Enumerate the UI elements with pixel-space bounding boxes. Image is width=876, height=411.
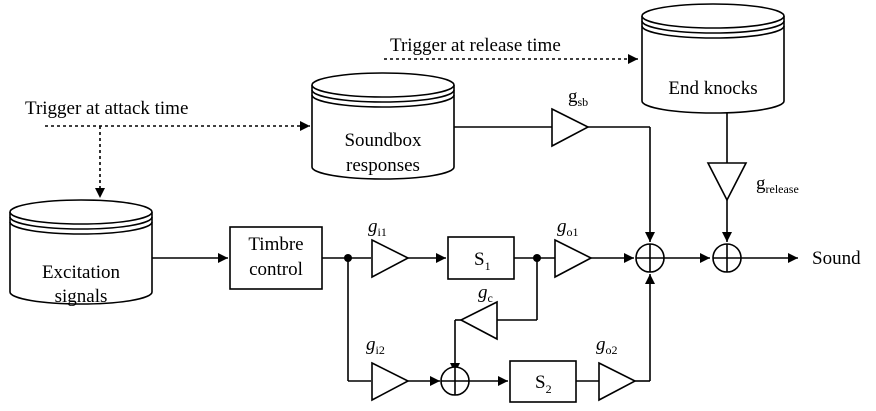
excitation-label-line2: signals (55, 286, 108, 307)
attack-trigger-label: Trigger at attack time (25, 98, 188, 119)
release-trigger-label: Trigger at release time (390, 35, 561, 56)
end-knocks-database: End knocks (641, 3, 785, 114)
gain-gi1-amplifier: gi1 (368, 216, 410, 279)
gain-grelease-amplifier: grelease (706, 162, 799, 202)
summing-node-release (712, 243, 742, 273)
gain-gi2-label: gi2 (366, 334, 385, 357)
gain-go1-label: go1 (557, 216, 579, 239)
gain-gc-amplifier: gc (459, 282, 498, 341)
sound-output-label: Sound (812, 248, 861, 269)
timbre-control-block: Timbre control (229, 226, 323, 290)
gain-grelease-label: grelease (756, 173, 799, 196)
soundbox-label-line2: responses (346, 155, 420, 176)
gain-gi2-amplifier: gi2 (366, 334, 410, 402)
gain-go2-label: go2 (596, 334, 618, 357)
soundbox-label-line1: Soundbox (344, 130, 422, 151)
summing-node-main (635, 243, 665, 273)
release-trigger: Trigger at release time (384, 35, 638, 64)
s1-label: S1 (474, 249, 491, 273)
gain-go2-amplifier: go2 (596, 334, 637, 402)
gain-gi1-label: gi1 (368, 216, 387, 239)
attack-trigger: Trigger at attack time (25, 98, 310, 198)
excitation-signals-database: Excitation signals (9, 199, 153, 307)
string-s2-block: S2 (509, 360, 577, 403)
timbre-label-line2: control (249, 259, 303, 280)
timbre-label-line1: Timbre (248, 234, 303, 255)
string-s1-block: S1 (447, 236, 515, 280)
gain-gsb-amplifier: gsb (551, 86, 590, 148)
summing-node-s2-input (440, 366, 470, 396)
end-knocks-label: End knocks (668, 78, 757, 99)
gain-gc-label: gc (478, 282, 493, 305)
excitation-label-line1: Excitation (42, 262, 121, 283)
soundbox-responses-database: Soundbox responses (311, 72, 455, 180)
gain-go1-amplifier: go1 (554, 216, 593, 279)
gain-gsb-label: gsb (568, 86, 588, 109)
s2-label: S2 (535, 372, 552, 396)
